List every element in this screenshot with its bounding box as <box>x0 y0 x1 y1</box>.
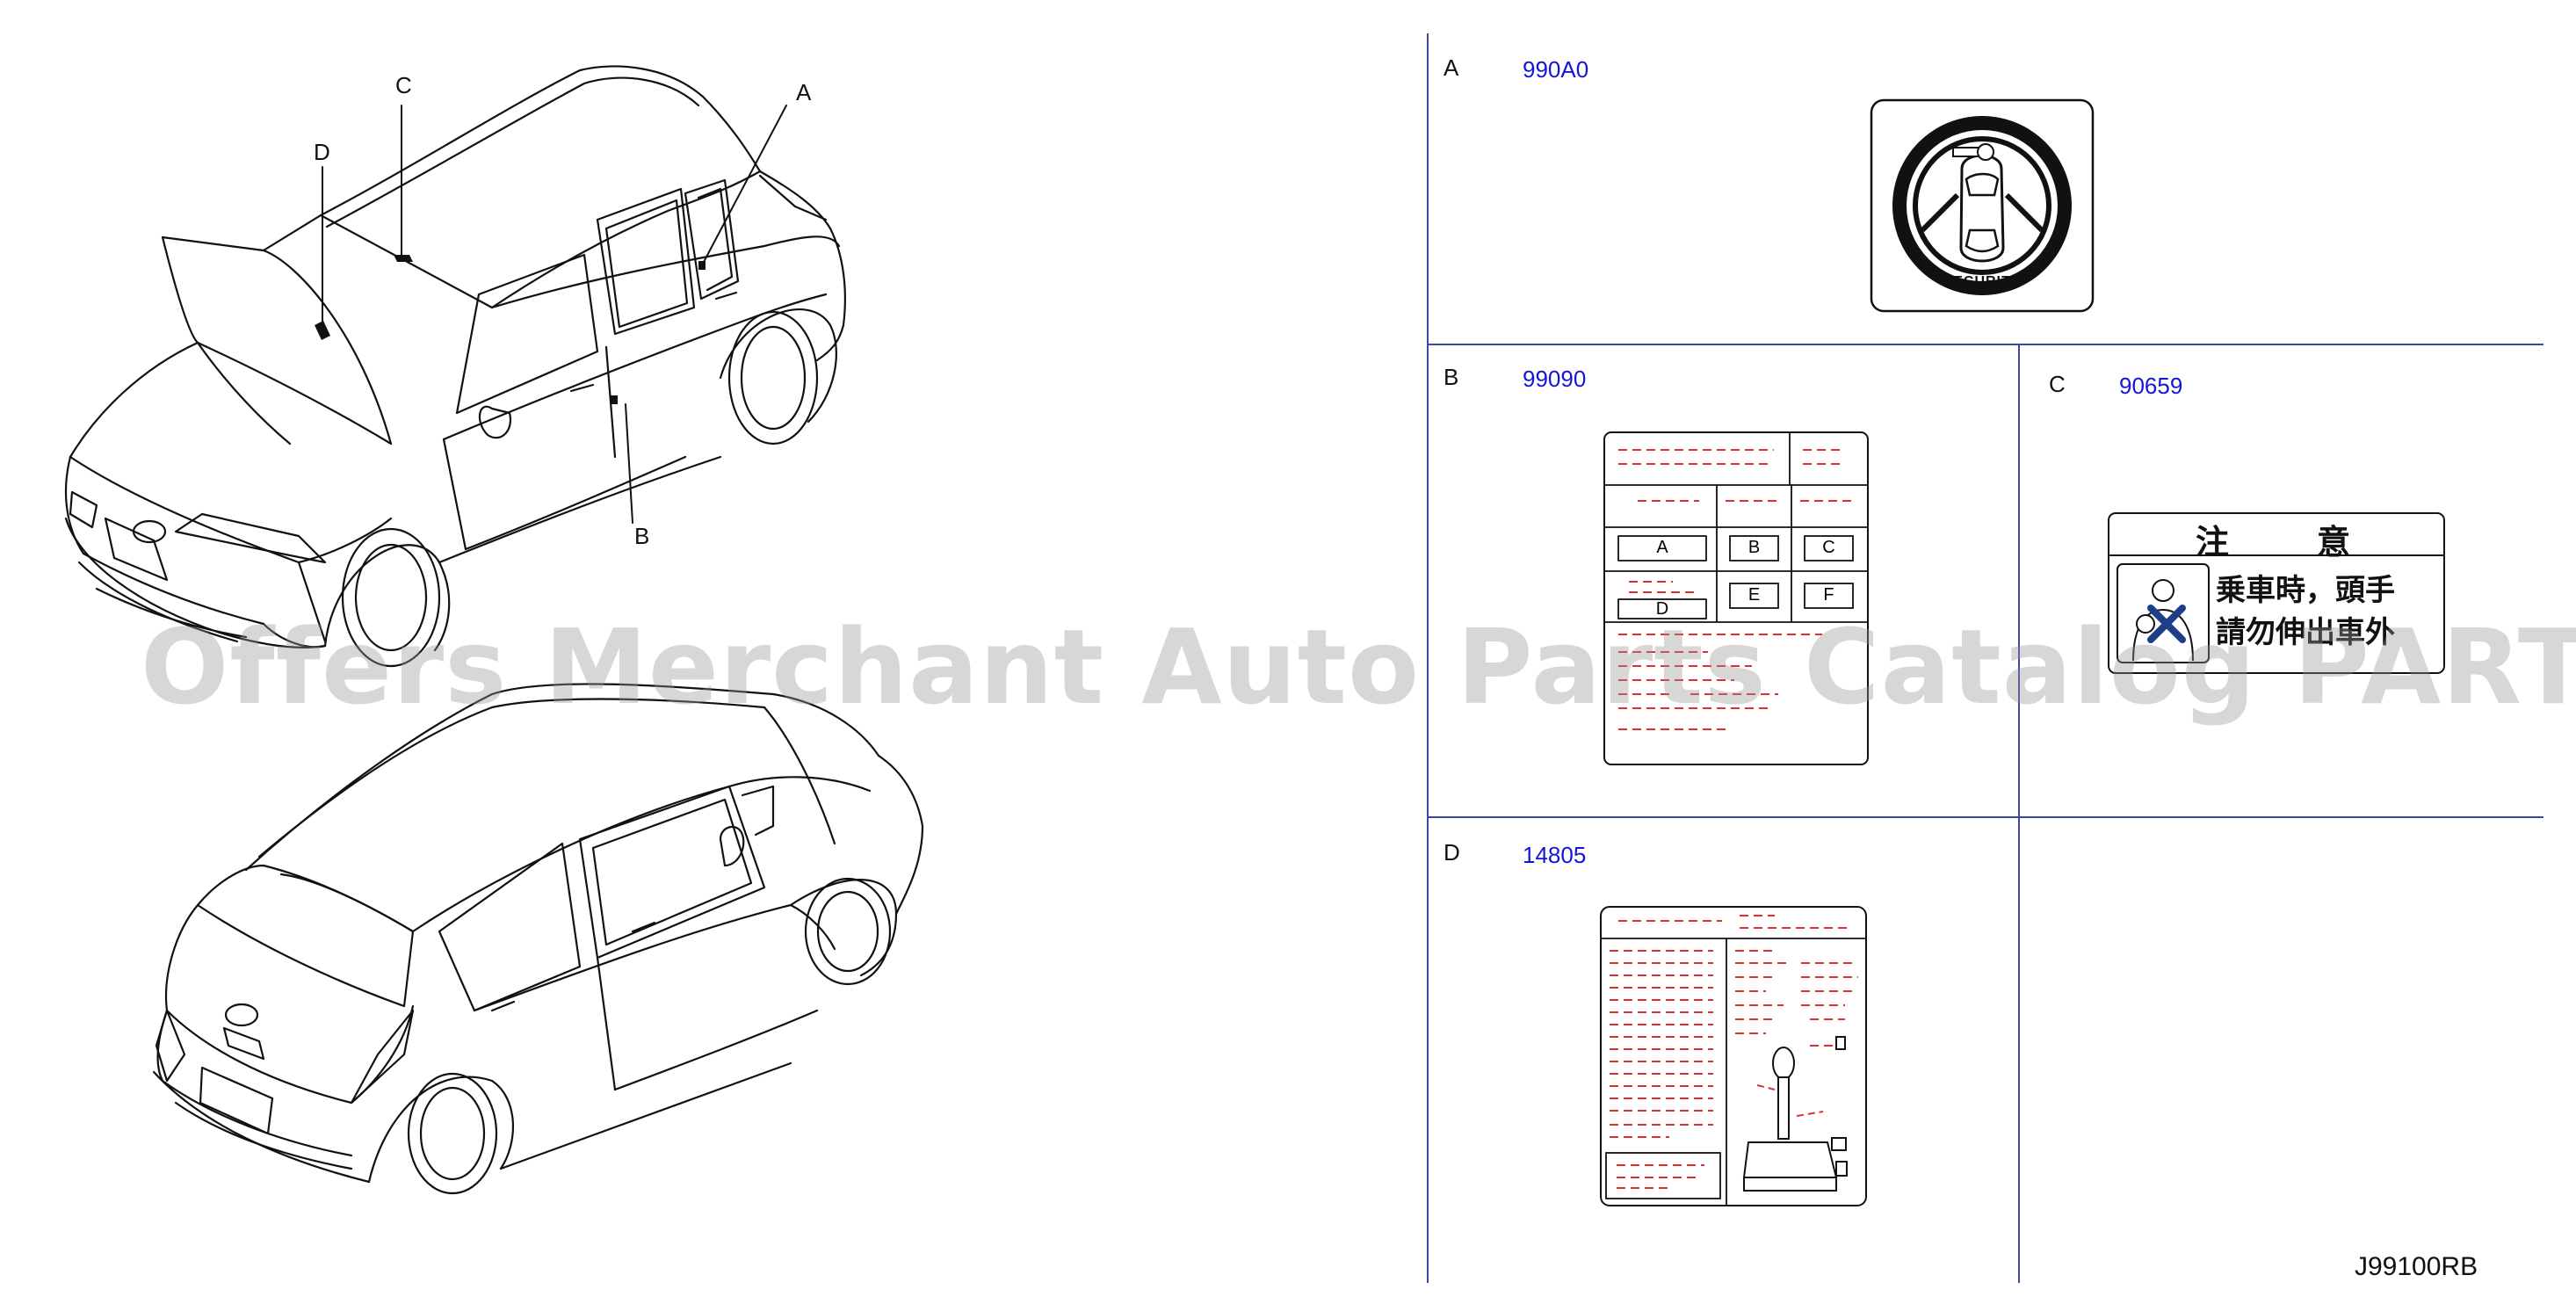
caution-heading: 注 意 <box>2195 523 2357 561</box>
label-b-info-table: A B C D E F <box>1603 431 1870 766</box>
callout-b: B <box>634 523 650 549</box>
label-b-cell-d: D <box>1655 599 1669 619</box>
security-text: SECURITY <box>1943 274 2022 289</box>
panel-grid <box>1427 33 2543 1283</box>
panel-c-letter: C <box>2049 371 2066 397</box>
label-b-cell-f: F <box>1823 585 1834 605</box>
panel-d-part-number[interactable]: 14805 <box>1523 842 1587 868</box>
label-b-cell-b: B <box>1747 538 1761 557</box>
panel-b-part-number[interactable]: 99090 <box>1523 366 1587 392</box>
caution-line-2: 請勿伸出車外 <box>2216 615 2395 650</box>
callout-d: D <box>314 139 330 165</box>
label-b-cell-c: C <box>1822 538 1835 557</box>
callout-c: C <box>395 72 412 98</box>
leader-b <box>625 403 633 524</box>
panel-b-letter: B <box>1444 364 1459 390</box>
callout-leaders <box>322 105 787 524</box>
label-a-security: SECURITY <box>1870 98 2095 313</box>
caution-line-1: 乗車時，頭手 <box>2216 573 2395 608</box>
car-front-view <box>64 65 846 668</box>
panel-a-letter: A <box>1444 54 1459 81</box>
label-b-cell-a: A <box>1656 538 1668 557</box>
panel-d-letter: D <box>1444 839 1460 866</box>
label-d-shift-info <box>1599 905 1868 1207</box>
leader-a <box>702 105 787 264</box>
marker-d <box>315 321 330 340</box>
marker-c <box>394 255 413 262</box>
panel-c-part-number[interactable]: 90659 <box>2119 373 2183 399</box>
marker-a <box>698 261 706 270</box>
panel-a-part-number[interactable]: 990A0 <box>1523 56 1589 83</box>
label-b-cell-e: E <box>1747 585 1761 605</box>
callout-a: A <box>796 79 812 105</box>
car-rear-view <box>152 683 924 1195</box>
marker-b <box>611 395 618 404</box>
diagram-code: J99100RB <box>2355 1252 2478 1281</box>
label-c-caution: 注 意 乗車時，頭手 請勿伸出車外 <box>2107 511 2446 675</box>
